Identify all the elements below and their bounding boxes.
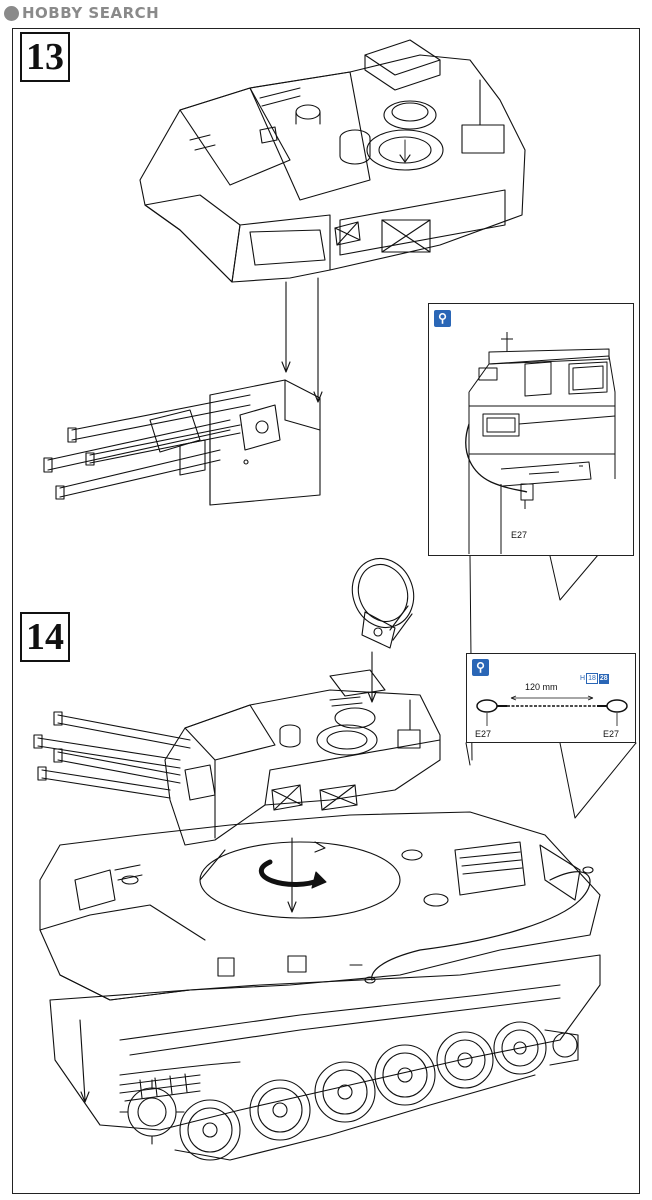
gun-barrels (43, 394, 251, 500)
gun-mount-assembly (43, 379, 321, 506)
parts-sheet-reference: H 18 28 (580, 673, 609, 684)
track-links (119, 1029, 579, 1161)
watermark-text: HOBBY SEARCH (22, 4, 160, 22)
parts-sheet-letter: H (580, 675, 586, 682)
turret-upper-housing (139, 39, 526, 283)
step-number-13: 13 (20, 32, 70, 82)
callout-a-drawing (465, 332, 616, 554)
detail-callout-cable-mount: ⚲ E27 (428, 303, 634, 556)
cable-length-label: 120 mm (525, 682, 558, 692)
magnifier-icon: ⚲ (472, 659, 489, 676)
part-label-e27: E27 (511, 530, 528, 540)
hull-lower-running-gear (49, 954, 601, 1161)
hull-upper (39, 811, 601, 1001)
turret-assembled (33, 669, 441, 846)
instruction-frame (12, 28, 640, 1194)
radar-dish (351, 557, 415, 703)
rotation-arrow (258, 837, 327, 913)
hobbysearch-logo-icon (4, 5, 19, 21)
watermark: HOBBY SEARCH (4, 4, 159, 22)
part-label-e27-left: E27 (475, 729, 492, 739)
part-label-e27-right: E27 (603, 729, 620, 739)
step-number-14: 14 (20, 612, 70, 662)
detail-callout-tow-cable: ⚲ 120 mm E27 E27 (466, 653, 636, 743)
drive-sprocket (119, 1079, 185, 1145)
callout-b-drawing (476, 695, 628, 726)
magnifier-icon: ⚲ (434, 310, 451, 327)
assembly-arrows-13 (281, 277, 323, 403)
parts-sheet-num-18: 18 (586, 673, 598, 684)
parts-sheet-num-28: 28 (598, 673, 609, 684)
gun-barrels-assembled (33, 711, 191, 799)
road-wheels (179, 1021, 547, 1161)
